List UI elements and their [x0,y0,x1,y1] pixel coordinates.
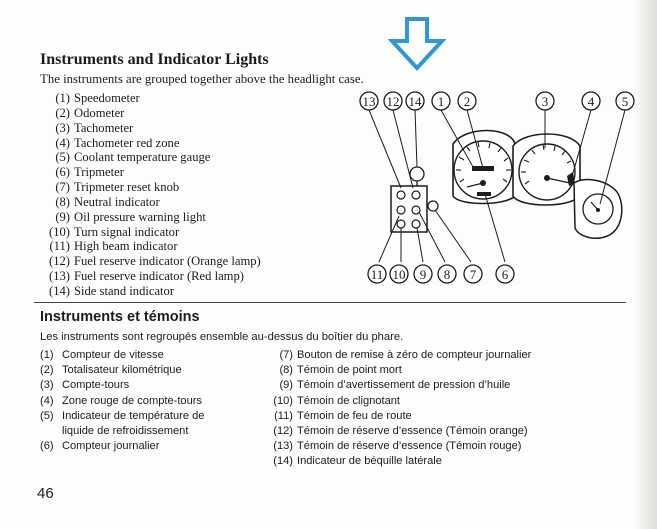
callout-labels: 13 12 14 1 2 3 4 5 [363,94,629,109]
speedometer-dial [452,129,516,205]
list-item: (1)Speedometer [55,91,140,105]
list-item: (3)Tachometer [55,120,134,135]
list-item: (10)Témoin de clignotant [273,394,400,407]
list-item: (12)Témoin de réserve d’essence (Témoin … [273,424,528,437]
callout-5: 5 [622,94,629,109]
list-item: (8)Neutral indicator [55,194,160,209]
page-edge-shadow [635,0,657,529]
list-item: (7)Tripmeter reset knob [55,180,180,195]
english-intro: The instruments are grouped together abo… [40,72,364,86]
list-item: (14)Side stand indicator [49,283,175,298]
list-item: (6)Compteur journalier [40,440,160,453]
tachometer-dial [512,133,581,206]
list-item: liquide de refroidissement [62,424,189,437]
list-item: (12)Fuel reserve indicator (Orange lamp) [49,254,261,269]
list-item: (4)Zone rouge de compte-tours [40,394,202,407]
list-item: (8)Témoin de point mort [279,364,402,377]
callout-7: 7 [470,267,477,282]
list-item: (2)Odometer [55,105,125,120]
list-item: (13)Témoin de réserve d’essence (Témoin … [273,440,522,453]
callout-9: 9 [420,267,427,282]
french-list-left: (1)Compteur de vitesse (2)Totalisateur k… [40,348,204,454]
english-list: (1)Speedometer (2)Odometer (3)Tachometer… [40,91,261,299]
leader-lines [368,109,626,263]
bottom-callout-labels: 11 10 9 8 7 6 [371,267,509,282]
list-item: (9)Témoin d’avertissement de pression d’… [279,379,511,392]
callout-2: 2 [464,94,471,109]
list-item: (5)Indicateur de température de [40,409,205,422]
list-item: (6)Tripmeter [55,165,124,180]
callout-4: 4 [588,94,595,109]
english-heading: Instruments and Indicator Lights [40,51,269,68]
list-item: (13)Fuel reserve indicator (Red lamp) [49,269,244,284]
list-item: (9)Oil pressure warning light [55,209,206,224]
callout-6: 6 [502,267,509,282]
list-item: (10)Turn signal indicator [49,224,180,239]
callout-10: 10 [393,267,406,282]
french-intro: Les instruments sont regroupés ensemble … [40,331,404,343]
instrument-cluster-diagram: 13 12 14 1 2 3 4 5 11 10 9 8 7 6 [359,91,635,284]
bottom-callouts [367,264,515,284]
list-item: (5)Coolant temperature gauge [55,150,211,165]
french-heading: Instruments et témoins [40,309,200,325]
callout-3: 3 [542,94,549,109]
list-item: (2)Totalisateur kilométrique [40,364,182,377]
list-item: (14)Indicateur de béquille latérale [273,455,442,468]
list-item: (11)Témoin de feu de route [274,409,412,422]
list-item: (1)Compteur de vitesse [40,349,164,361]
section-divider [34,302,626,303]
callout-14: 14 [409,94,423,109]
top-callouts [359,91,635,111]
list-item: (11)High beam indicator [49,239,178,254]
french-list-right: (7)Bouton de remise à zéro de compteur j… [262,348,531,470]
coolant-gauge [573,178,623,240]
callout-8: 8 [444,267,451,282]
arrow-down-icon [388,17,446,71]
page-number: 46 [37,485,54,502]
list-item: (7)Bouton de remise à zéro de compteur j… [279,349,532,361]
callout-1: 1 [438,94,445,109]
callout-12: 12 [387,94,400,109]
callout-13: 13 [363,94,376,109]
list-item: (3)Compte-tours [40,379,130,392]
list-item: (4)Tachometer red zone [55,135,180,150]
callout-11: 11 [371,267,384,282]
indicator-panel [390,166,439,233]
